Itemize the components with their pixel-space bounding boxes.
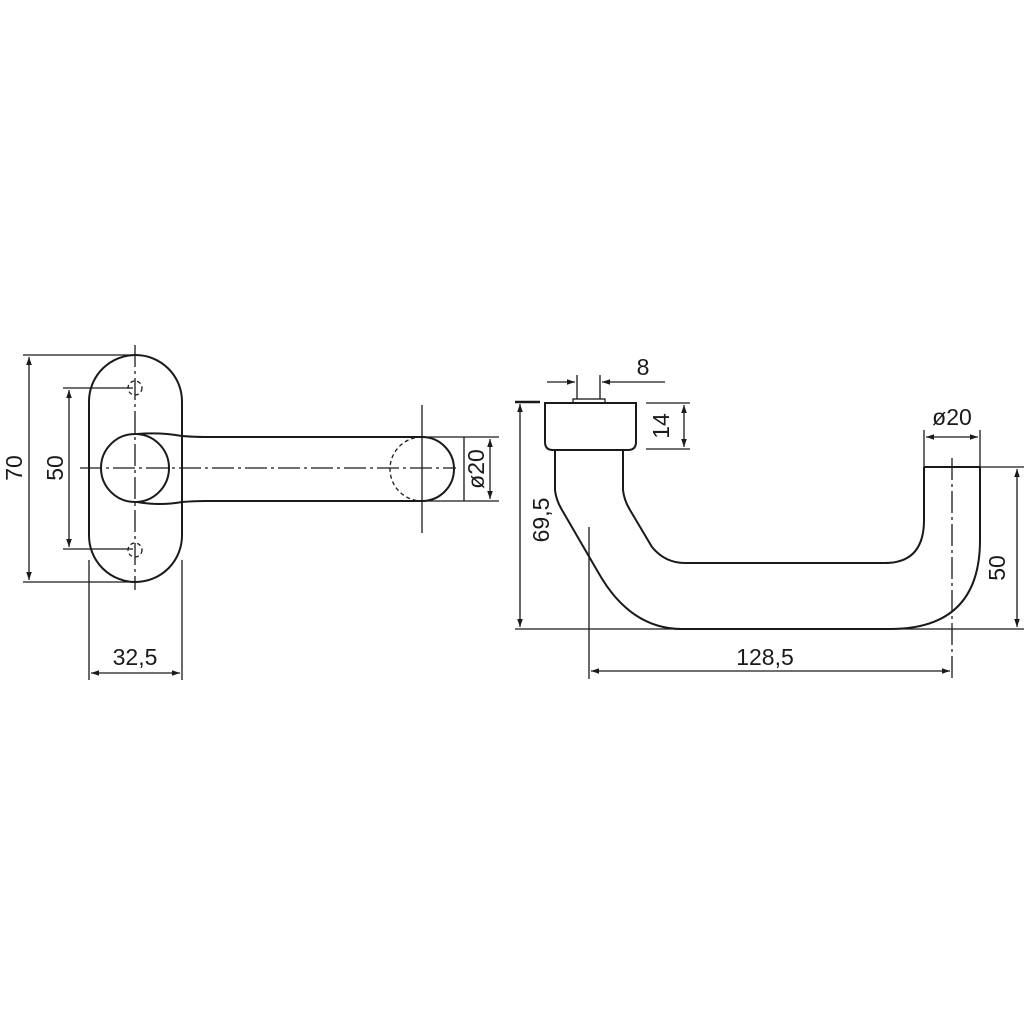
lever-end-hidden (389, 436, 423, 502)
side-view: 8 14 69,5 ø20 50 128,5 (515, 354, 1024, 679)
dim-plate-width: 32,5 (113, 644, 158, 670)
lever-outer-edge (554, 450, 981, 630)
dim-grip-drop: 50 (984, 555, 1010, 581)
rose-cap (544, 402, 637, 451)
dim-plate-height: 70 (1, 455, 27, 481)
dim-grip-diameter: ø20 (463, 449, 489, 489)
front-view: 70 50 32,5 ø20 (1, 345, 499, 680)
dim-overall-height: 69,5 (528, 498, 554, 543)
dim-spindle: 8 (637, 354, 650, 380)
dim-grip-diameter-side: ø20 (932, 404, 972, 430)
dim-rose-height: 14 (648, 413, 674, 439)
dim-projection: 128,5 (736, 644, 794, 670)
lever-inner-edge (622, 450, 925, 564)
lever-arm (136, 432, 455, 505)
dim-hole-spacing: 50 (42, 455, 68, 481)
